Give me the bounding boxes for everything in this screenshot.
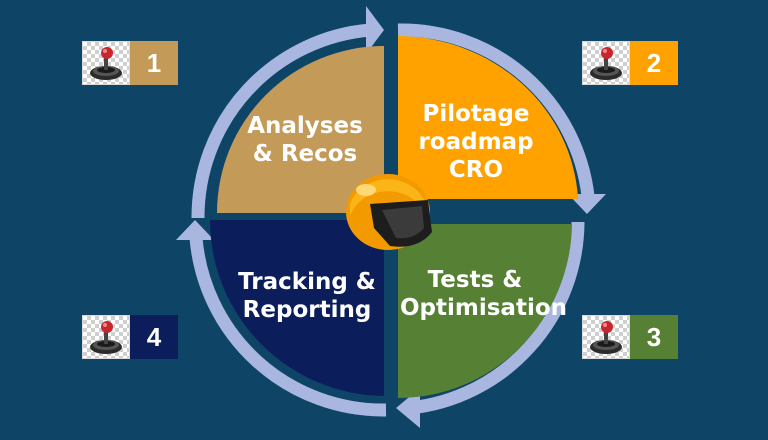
step-badge-3: 3 bbox=[582, 315, 678, 359]
helmet-icon bbox=[346, 174, 432, 250]
label-tracking-reporting: Tracking & Reporting bbox=[238, 269, 376, 324]
label-pilotage-roadmap: Pilotage roadmap CRO bbox=[418, 101, 534, 184]
quadrant-analyses bbox=[217, 46, 384, 213]
step-number: 4 bbox=[130, 315, 178, 359]
step-badge-2: 2 bbox=[582, 41, 678, 85]
step-number: 1 bbox=[130, 41, 178, 85]
step-number: 2 bbox=[630, 41, 678, 85]
cycle-ring bbox=[189, 23, 595, 417]
joystick-icon bbox=[582, 41, 630, 85]
label-tests-optimisation: Tests & Optimisation bbox=[400, 267, 568, 322]
ring-arc-top-right bbox=[397, 23, 595, 197]
joystick-icon bbox=[582, 315, 630, 359]
joystick-icon bbox=[82, 41, 130, 85]
joystick-icon bbox=[82, 315, 130, 359]
ring-arc-bottom-left bbox=[189, 237, 387, 417]
ring-arc-top-left bbox=[191, 23, 371, 219]
step-badge-1: 1 bbox=[82, 41, 178, 85]
ring-arrowhead-top bbox=[366, 6, 384, 54]
quadrant-tests bbox=[398, 224, 572, 398]
quadrant-tracking bbox=[210, 220, 384, 396]
ring-arc-bottom-right bbox=[409, 221, 585, 415]
step-badge-4: 4 bbox=[82, 315, 178, 359]
ring-arrowhead-bottom bbox=[396, 388, 420, 428]
ring-arrowhead-left bbox=[176, 220, 214, 240]
quadrant-pilotage bbox=[398, 36, 578, 199]
label-analyses-recos: Analyses & Recos bbox=[247, 113, 363, 168]
step-number: 3 bbox=[630, 315, 678, 359]
